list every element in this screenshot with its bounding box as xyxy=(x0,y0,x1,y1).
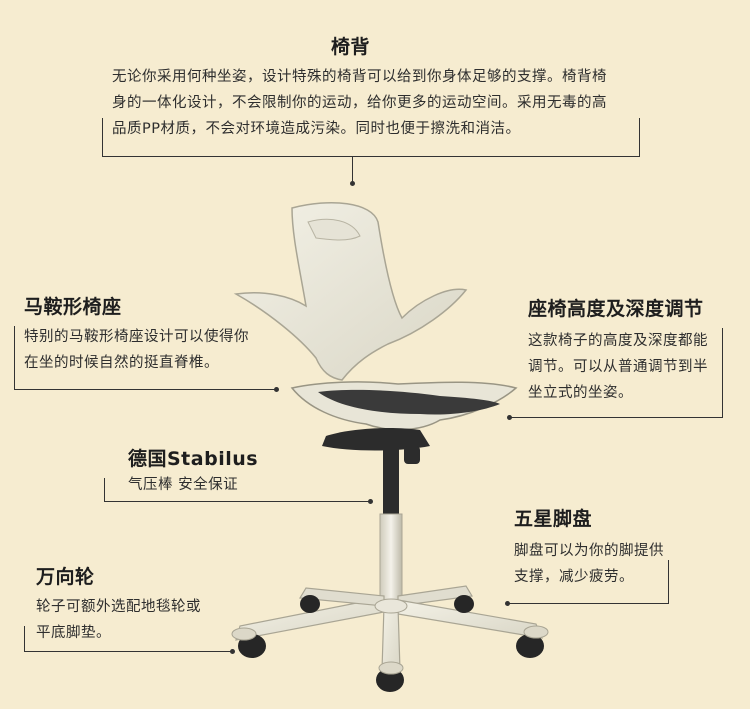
saddle-bracket-bottom xyxy=(14,389,276,390)
footrest-bracket-right xyxy=(668,560,669,604)
base-hub xyxy=(374,598,408,614)
caster-wheels xyxy=(238,595,544,692)
height-depth-bracket-right xyxy=(722,328,723,418)
saddle-pointer-dot xyxy=(274,387,279,392)
stabilus-title: 德国Stabilus xyxy=(128,448,259,470)
backrest-pointer-dot xyxy=(350,181,355,186)
caster-backright xyxy=(454,595,474,613)
footrest-pointer-dot xyxy=(505,601,510,606)
stabilus-bracket-bottom xyxy=(104,501,370,502)
caster-housing-front xyxy=(378,661,404,675)
saddle-title: 马鞍形椅座 xyxy=(24,296,122,318)
height-depth-pointer-dot xyxy=(507,415,512,420)
stabilus-pointer-dot xyxy=(368,499,373,504)
backrest-bracket-bottom xyxy=(102,156,640,157)
gas-lift-lower xyxy=(379,513,403,609)
stabilus-bracket-left xyxy=(104,478,105,502)
casters-description: 轮子可额外选配地毯轮或平底脚垫。 xyxy=(36,599,201,641)
casters-bracket-bottom xyxy=(24,651,232,652)
stabilus-description: 气压棒 安全保证 xyxy=(128,477,239,493)
backrest-inner xyxy=(307,218,361,241)
height-depth-description: 这款椅子的高度及深度都能调节。可以从普通调节到半坐立式的坐姿。 xyxy=(528,333,708,401)
backrest-bracket-left xyxy=(102,118,103,156)
seat-mechanism xyxy=(322,428,430,451)
saddle-bracket-left xyxy=(14,326,15,390)
casters-bracket-left xyxy=(24,626,25,652)
saddle-description: 特别的马鞍形椅座设计可以使得你在坐的时候自然的挺直脊椎。 xyxy=(24,329,249,371)
saddle-seat-pad xyxy=(318,389,500,415)
backrest-bracket-right xyxy=(639,118,640,156)
backrest-title: 椅背 xyxy=(331,36,371,58)
backrest-shape xyxy=(233,201,468,381)
backrest-description: 无论你采用何种坐姿，设计特殊的椅背可以给到你身体足够的支撑。椅背椅身的一体化设计… xyxy=(112,69,607,137)
caster-front xyxy=(376,668,404,692)
caster-housing-right xyxy=(523,625,549,639)
footrest-title: 五星脚盘 xyxy=(514,508,593,530)
height-depth-bracket-bottom xyxy=(510,417,723,418)
casters-title: 万向轮 xyxy=(36,566,95,588)
caster-housing-left xyxy=(231,627,257,641)
footrest-description: 脚盘可以为你的脚提供支撑，减少疲劳。 xyxy=(514,543,664,585)
casters-pointer-dot xyxy=(230,649,235,654)
gas-lift-upper xyxy=(383,440,399,518)
backrest-pointer-line xyxy=(352,156,353,184)
footrest-bracket-bottom xyxy=(508,603,669,604)
caster-right xyxy=(516,634,544,658)
caster-backleft xyxy=(300,595,320,613)
height-depth-title: 座椅高度及深度调节 xyxy=(528,298,704,320)
height-lever xyxy=(404,446,420,464)
base-leg-front xyxy=(381,605,401,671)
